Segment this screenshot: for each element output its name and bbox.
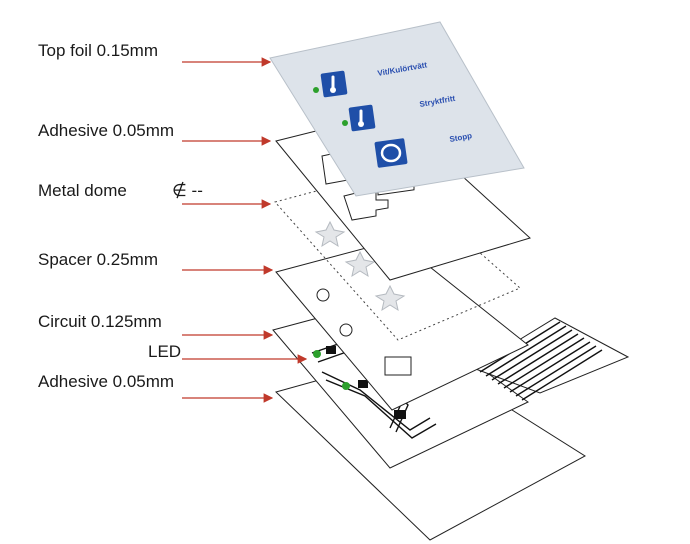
- led-dot: [313, 350, 321, 358]
- metal-dome-layer: [274, 171, 521, 341]
- label-spacer: Spacer 0.25mm: [38, 250, 158, 269]
- top-foil-layer: Vit/Kulörtvätt Stryktfritt Stopp: [269, 21, 525, 197]
- label-adhesive-bottom: Adhesive 0.05mm: [38, 372, 174, 391]
- circuit-pad: [326, 346, 336, 354]
- metal-dome-icon: [374, 284, 406, 312]
- led-dot: [342, 382, 350, 390]
- circuit-pad: [394, 410, 406, 419]
- label-led: LED: [148, 342, 181, 361]
- circuit-pad: [358, 380, 368, 388]
- led-dot: [313, 87, 319, 93]
- label-adhesive-top: Adhesive 0.05mm: [38, 121, 174, 140]
- label-metal-dome-value: ∉ --: [172, 181, 203, 200]
- thermometer-icon: [330, 87, 336, 93]
- led-dot: [342, 120, 348, 126]
- circuit-tail: [471, 317, 630, 394]
- metal-dome-icon: [314, 220, 346, 248]
- spacer-hole: [316, 288, 330, 302]
- circle-icon: [374, 138, 408, 168]
- spacer-hole: [384, 356, 412, 376]
- spacer-layer: [275, 239, 529, 411]
- key-label-3: Stopp: [449, 131, 473, 144]
- label-circuit: Circuit 0.125mm: [38, 312, 162, 331]
- thermometer-icon: [358, 121, 364, 127]
- spacer-hole: [339, 323, 353, 337]
- metal-dome-icon: [344, 250, 376, 278]
- label-metal-dome: Metal dome: [38, 181, 127, 200]
- label-top-foil: Top foil 0.15mm: [38, 41, 158, 60]
- circle-icon: [380, 143, 402, 163]
